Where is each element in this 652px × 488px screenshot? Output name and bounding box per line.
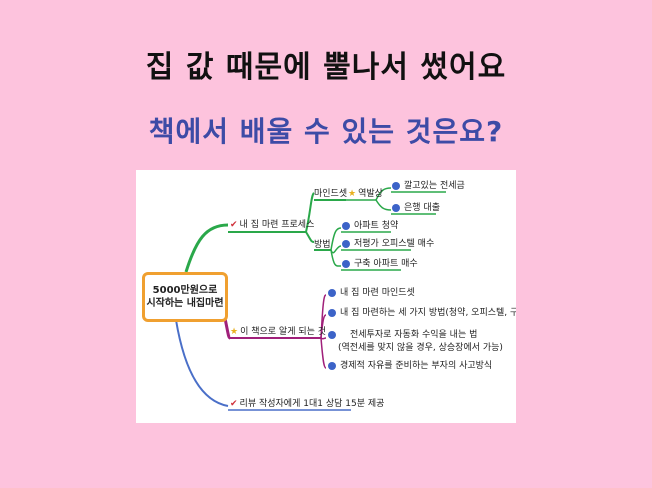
branch-process: ✔내 집 마련 프로세스: [230, 220, 315, 230]
node-officetel: 저평가 오피스텔 매수: [342, 239, 434, 250]
bullet-icon: [328, 330, 336, 339]
learning-item-3-note: (역전세를 맞지 않을 경우, 상승장에서 가능): [338, 343, 503, 353]
node-deposit: 깔고있는 전세금: [392, 181, 465, 192]
mindmap-center-node: 5000만원으로 시작하는 내집마련: [142, 272, 228, 322]
branch-review-bonus: ✔리뷰 작성자에게 1대1 상담 15분 제공: [230, 399, 385, 409]
bullet-icon: [328, 288, 336, 297]
bullet-icon: [342, 239, 350, 248]
node-subscription: 아파트 청약: [342, 221, 398, 232]
node-mindset: 마인드셋: [314, 189, 348, 199]
learning-item-3: 전세투자로 자동화 수익을 내는 법: [328, 330, 477, 341]
learning-item-4: 경제적 자유를 준비하는 부자의 사고방식: [328, 361, 492, 372]
star-icon: ★: [230, 327, 239, 337]
center-line-1: 5000만원으로: [152, 285, 218, 296]
center-line-2: 시작하는 내집마련: [146, 298, 224, 309]
bullet-icon: [392, 203, 400, 212]
check-icon: ✔: [230, 220, 238, 230]
learning-item-1: 내 집 마련 마인드셋: [328, 288, 415, 299]
star-icon: ★: [348, 189, 357, 199]
bullet-icon: [342, 221, 350, 230]
bullet-icon: [328, 308, 336, 317]
bullet-icon: [392, 181, 400, 190]
node-reverse-thinking: ★역발상: [348, 189, 383, 199]
mindmap-connectors: [175, 187, 446, 411]
learning-item-2: 내 집 마련하는 세 가지 방법(청약, 오피스텔, 구축 매수절차): [328, 308, 516, 319]
page-heading: 집 값 때문에 뿔나서 썼어요: [145, 50, 507, 85]
bullet-icon: [328, 361, 336, 370]
bullet-icon: [342, 259, 350, 268]
page-subheading: 책에서 배울 수 있는 것은요?: [148, 115, 504, 148]
branch-learnings: ★이 책으로 알게 되는 것: [230, 327, 327, 337]
node-bank-loan: 은행 대출: [392, 203, 440, 214]
mindmap-image: 5000만원으로 시작하는 내집마련 ✔내 집 마련 프로세스 마인드셋 ★역발…: [136, 170, 516, 423]
node-old-apartment: 구축 아파트 매수: [342, 259, 418, 270]
node-method: 방법: [314, 240, 331, 250]
check-icon: ✔: [230, 399, 238, 409]
